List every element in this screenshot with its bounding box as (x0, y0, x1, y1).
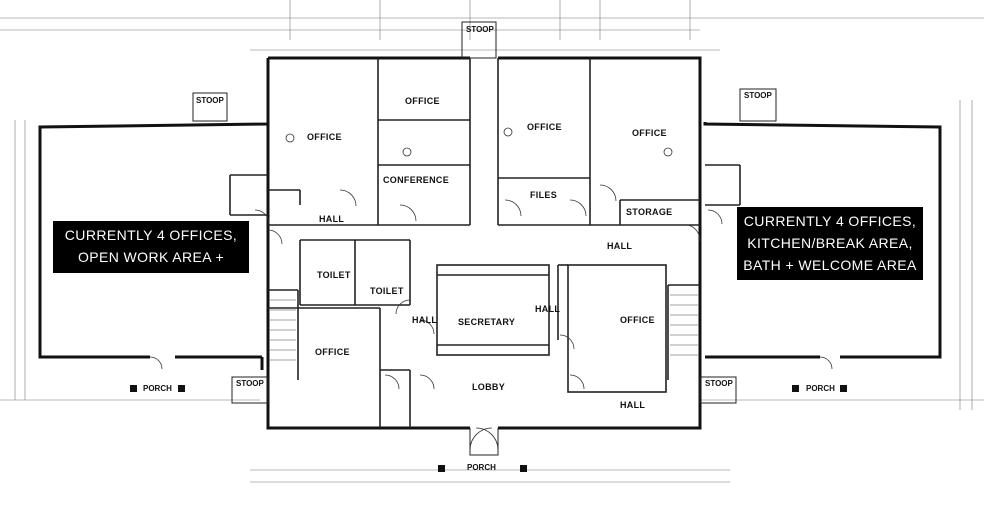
room-hall-center-right: HALL (535, 304, 560, 314)
callout-right-line-1: CURRENTLY 4 OFFICES, (743, 213, 917, 229)
room-office-top-right: OFFICE (632, 128, 667, 138)
dimension-lines (0, 0, 984, 483)
stair-hatching (270, 294, 698, 361)
porch-right: PORCH (806, 384, 835, 393)
callout-right-line-3: BATH + WELCOME AREA (743, 257, 917, 273)
room-office-bottom-left: OFFICE (315, 347, 350, 357)
stoop-top-right: STOOP (744, 91, 773, 100)
room-hall-bottom: HALL (620, 400, 645, 410)
room-toilet-2: TOILET (370, 286, 404, 296)
room-lobby: LOBBY (472, 382, 505, 392)
stoop-bottom-left: STOOP (236, 379, 265, 388)
porch-columns (130, 385, 847, 472)
stoop-bottom-right: STOOP (705, 379, 734, 388)
room-hall-center-left: HALL (412, 315, 437, 325)
room-storage: STORAGE (626, 207, 672, 217)
exterior-labels: STOOP STOOP STOOP STOOP STOOP PORCH PORC… (143, 25, 835, 472)
callout-left-line-2: OPEN WORK AREA + BATH (77, 249, 225, 287)
room-hall-left: HALL (319, 214, 344, 224)
room-files: FILES (530, 190, 557, 200)
interior-walls (229, 58, 741, 428)
room-conference: CONFERENCE (383, 175, 449, 185)
room-office-top-center: OFFICE (405, 96, 440, 106)
exterior-walls (38, 56, 942, 430)
porch-left: PORCH (143, 384, 172, 393)
room-office-top-mid-right: OFFICE (527, 122, 562, 132)
stoop-outlines (192, 21, 777, 456)
callout-right-wing: CURRENTLY 4 OFFICES, KITCHEN/BREAK AREA,… (737, 207, 923, 280)
callout-left-wing: CURRENTLY 4 OFFICES, OPEN WORK AREA + BA… (53, 221, 249, 287)
callout-left-line-1: CURRENTLY 4 OFFICES, (64, 227, 238, 243)
stoop-top-center: STOOP (466, 25, 495, 34)
room-office-top-left: OFFICE (307, 132, 342, 142)
room-toilet-1: TOILET (317, 270, 351, 280)
stoop-top-left: STOOP (196, 96, 225, 105)
room-hall-right: HALL (607, 241, 632, 251)
callout-right-line-2: KITCHEN/BREAK AREA, (747, 235, 913, 251)
door-swings (149, 127, 833, 451)
room-office-bottom-right: OFFICE (620, 315, 655, 325)
room-secretary: SECRETARY (458, 317, 515, 327)
porch-center: PORCH (467, 463, 496, 472)
room-labels: OFFICE OFFICE CONFERENCE OFFICE FILES OF… (307, 96, 672, 410)
